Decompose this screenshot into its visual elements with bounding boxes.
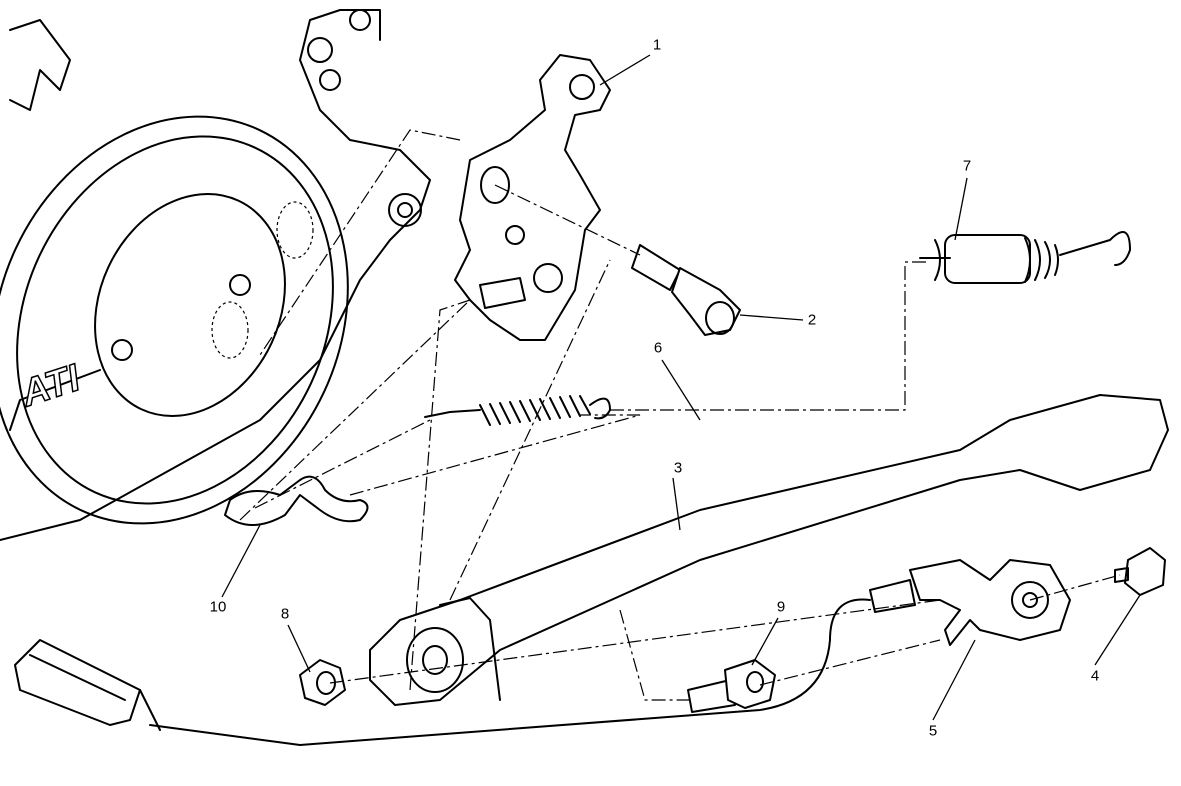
callout-7: 7 [962, 157, 972, 175]
part-9-bolt [687, 659, 776, 713]
part-6-spring [424, 395, 611, 426]
callout-10: 10 [209, 598, 227, 616]
part-3-side-stand [369, 394, 1169, 706]
part-2-bolt [631, 244, 741, 336]
assembly-centerlines [239, 129, 1121, 701]
callout-2: 2 [807, 311, 817, 329]
part-5-sensor [149, 559, 1071, 746]
callout-8: 8 [280, 605, 290, 623]
callout-1: 1 [652, 36, 662, 54]
svg-text:ATI: ATI [15, 357, 86, 416]
callout-6: 6 [653, 339, 663, 357]
callout-leaders [221, 54, 1141, 721]
callout-5: 5 [928, 722, 938, 740]
part-10-clip [224, 475, 369, 526]
callout-9: 9 [776, 598, 786, 616]
part-1-bracket [454, 54, 611, 341]
callout-3: 3 [673, 459, 683, 477]
part-4-bolt [1114, 547, 1166, 596]
electrical-connector [14, 639, 161, 731]
part-7-spring [919, 231, 1131, 284]
engine-cover: ATI [0, 9, 431, 541]
part-8-nut [299, 659, 346, 706]
callout-4: 4 [1090, 667, 1100, 685]
